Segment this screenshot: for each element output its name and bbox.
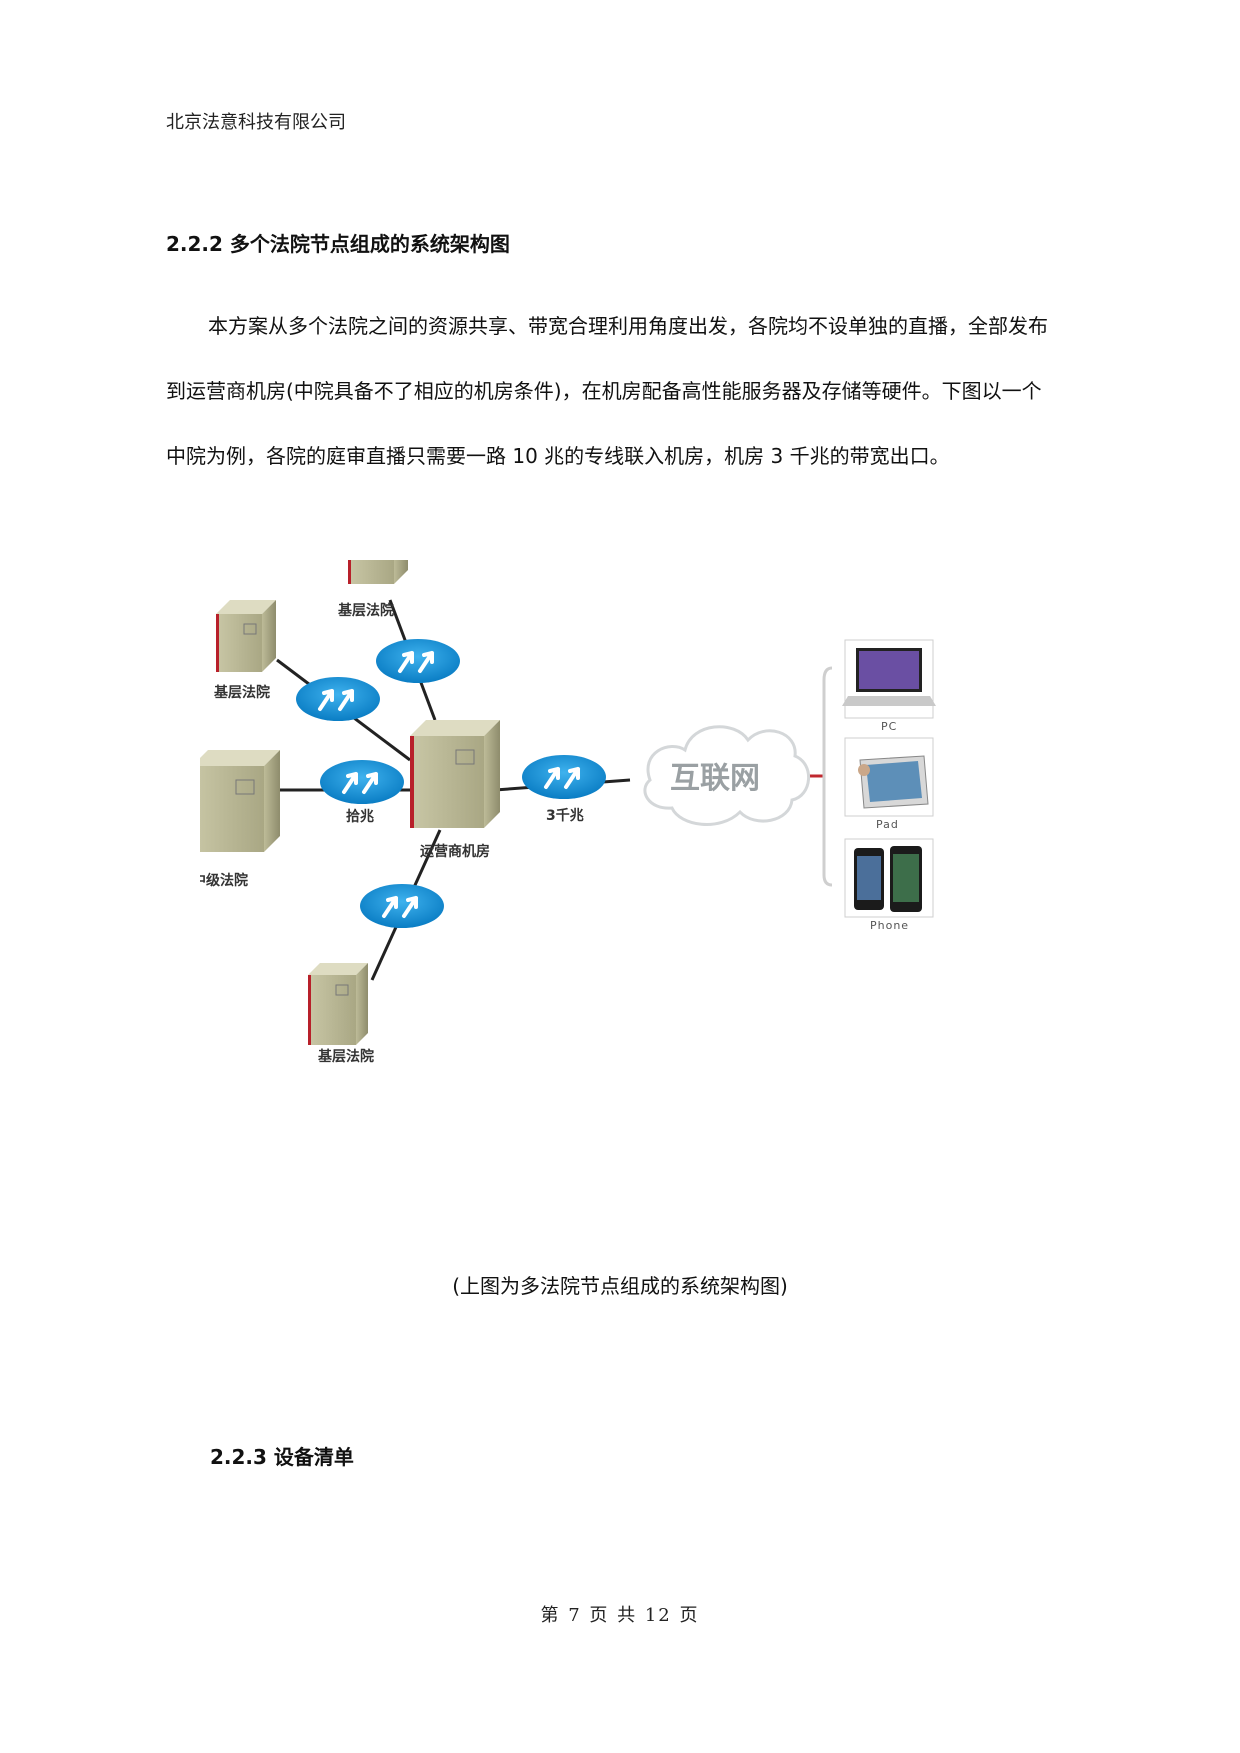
phone-icon <box>844 838 934 918</box>
label-device-pc: PC <box>881 720 897 733</box>
label-left-upper-court: 基层法院 <box>214 684 270 701</box>
paragraph-line-1: 本方案从多个法院之间的资源共享、带宽合理利用角度出发，各院均不设单独的直播，全部… <box>208 314 1048 338</box>
server-icon-carrier-room <box>410 720 500 828</box>
server-icon-bottom-court <box>308 963 368 1045</box>
label-device-pad: Pad <box>876 818 899 831</box>
tablet-icon <box>844 737 934 817</box>
paragraph-line-3: 中院为例，各院的庭审直播只需要一路 10 兆的专线联入机房，机房 3 千兆的带宽… <box>166 444 950 468</box>
diagram-caption: (上图为多法院节点组成的系统架构图) <box>452 1274 788 1298</box>
device-group-bracket <box>822 666 833 887</box>
router-icon-left <box>318 758 406 806</box>
label-device-phone: Phone <box>870 919 909 932</box>
label-link-right: 3千兆 <box>546 807 584 824</box>
router-icon-top <box>374 637 462 685</box>
section-heading-architecture: 2.2.2 多个法院节点组成的系统架构图 <box>166 232 510 256</box>
label-cloud: 互联网 <box>670 761 760 796</box>
page-footer: 第 7 页 共 12 页 <box>540 1605 700 1626</box>
document-header: 北京法意科技有限公司 <box>166 112 346 133</box>
router-icon-bottom <box>358 882 446 930</box>
paragraph-line-2: 到运营商机房(中院具备不了相应的机房条件)，在机房配备高性能服务器及存储等硬件。… <box>166 379 1042 403</box>
router-icon-left-upper <box>294 675 382 723</box>
server-icon-left-upper-court <box>216 600 276 672</box>
laptop-icon <box>842 639 936 719</box>
label-link-left: 拾兆 <box>346 808 374 825</box>
server-icon-top-court <box>348 560 408 584</box>
label-top-court: 基层法院 <box>338 602 394 619</box>
label-bottom-court: 基层法院 <box>318 1048 374 1065</box>
router-icon-right <box>520 753 608 801</box>
label-carrier-room: 运营商机房 <box>420 843 490 860</box>
label-middle-court: 中级法院 <box>200 872 248 889</box>
server-icon-middle-court <box>200 750 280 852</box>
system-architecture-diagram: 基层法院 基层法院 中级法院 基层法院 运营商机房 拾兆 3千兆 <box>200 560 936 1065</box>
internet-cloud-icon <box>643 725 811 826</box>
section-heading-equipment: 2.2.3 设备清单 <box>210 1445 354 1469</box>
